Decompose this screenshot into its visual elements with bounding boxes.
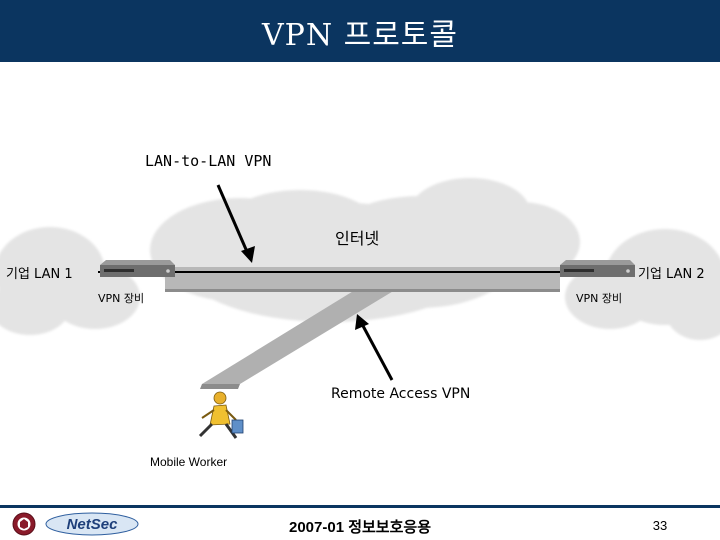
netsec-logo-icon: NetSec bbox=[45, 512, 139, 536]
corp-lan-2-cloud bbox=[565, 229, 720, 340]
page-number: 33 bbox=[652, 518, 668, 533]
lan-to-lan-label: LAN-to-LAN VPN bbox=[145, 152, 272, 170]
remote-access-tunnel-shadow bbox=[200, 384, 240, 389]
vpn-diagram bbox=[0, 178, 720, 439]
remote-access-arrow bbox=[360, 323, 394, 381]
lan-to-lan-arrowhead bbox=[241, 246, 255, 263]
mobile-worker-label: Mobile Worker bbox=[150, 455, 228, 469]
footer-divider bbox=[0, 505, 720, 508]
title-bar bbox=[0, 0, 720, 62]
vpn-device-right-icon bbox=[560, 260, 635, 277]
remote-access-arrowhead bbox=[355, 314, 369, 330]
remote-access-tunnel bbox=[202, 290, 395, 384]
remote-access-label: Remote Access VPN bbox=[331, 386, 471, 402]
vpn-device-right-label: VPN 장비 bbox=[576, 292, 623, 305]
university-seal-icon bbox=[12, 512, 36, 536]
netsec-logo-text: NetSec bbox=[67, 516, 119, 533]
corp-lan-1-cloud bbox=[0, 227, 140, 335]
footer-course-title: 2007-01 정보보호응용 bbox=[288, 519, 432, 536]
lan-to-lan-arrow bbox=[216, 184, 250, 255]
vpn-device-left-icon bbox=[100, 260, 175, 277]
internet-label: 인터넷 bbox=[335, 229, 380, 248]
lan-to-lan-tunnel-shadow bbox=[165, 289, 560, 292]
page-title: VPN 프로토콜 bbox=[261, 18, 459, 53]
corp-lan-2-label: 기업 LAN 2 bbox=[638, 267, 705, 282]
vpn-device-left-label: VPN 장비 bbox=[98, 292, 145, 305]
corp-lan-1-label: 기업 LAN 1 bbox=[6, 267, 73, 282]
lan-to-lan-tunnel bbox=[165, 267, 560, 289]
mobile-worker-icon bbox=[198, 391, 244, 439]
